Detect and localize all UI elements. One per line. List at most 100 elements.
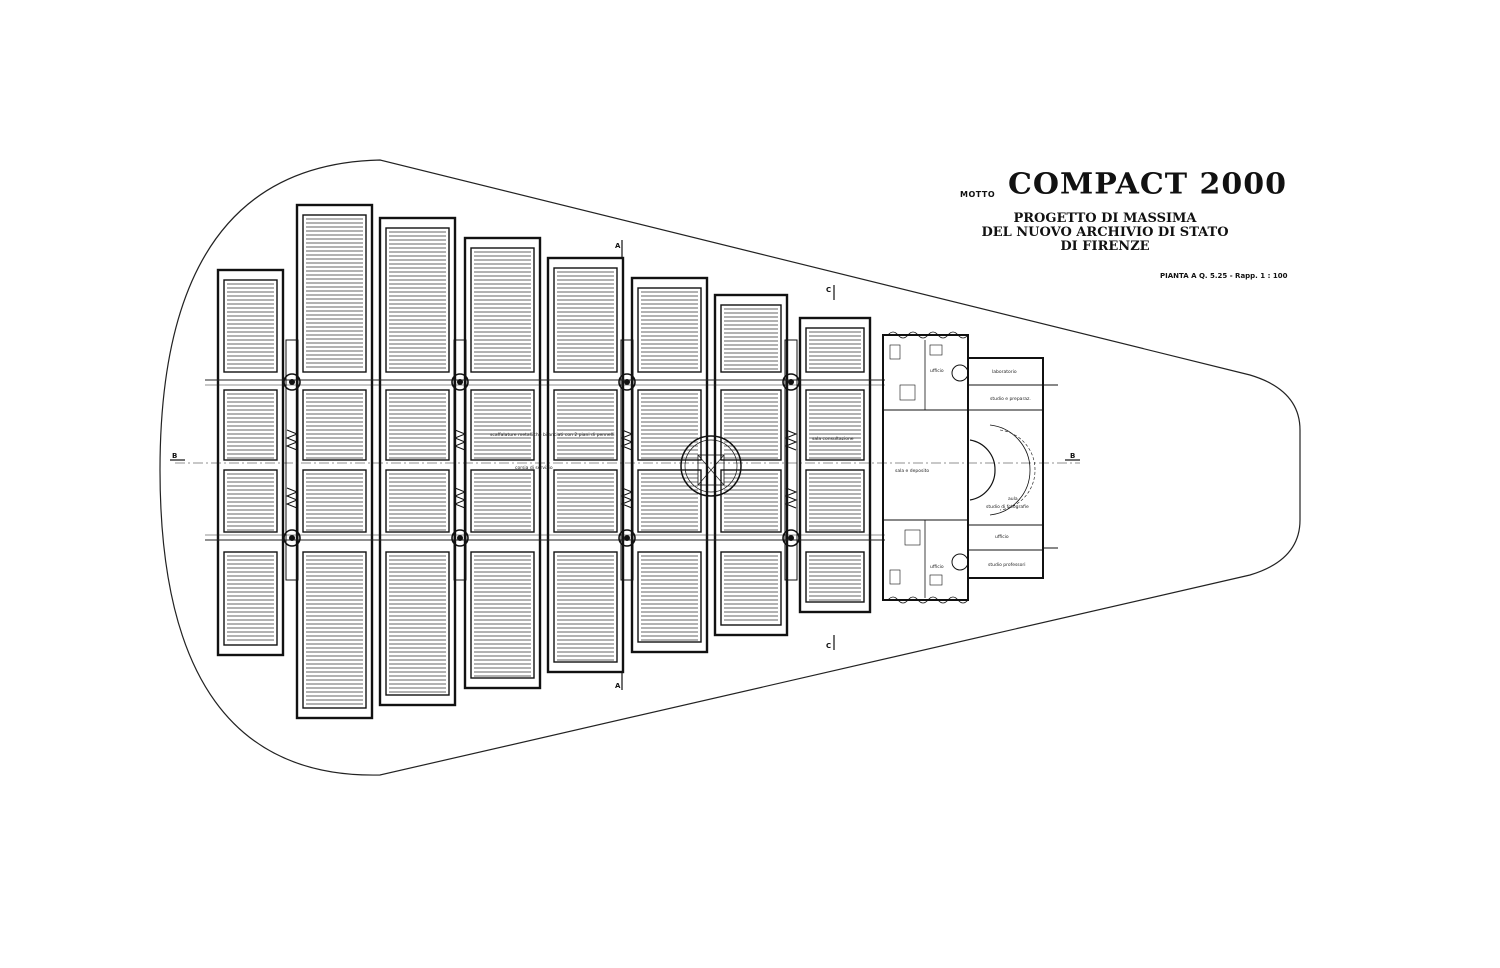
connector-frame [453,339,467,581]
storage-blocks [216,203,872,720]
connector-frame [620,339,634,581]
stair-core [624,535,630,541]
stair-connectors [283,339,800,581]
room-label: sala e deposito [895,468,929,474]
zigzag-stair [285,429,299,451]
shelf-frame [637,469,702,533]
shelf-frame [302,551,367,709]
zigzag-stair [620,487,634,509]
spiral-stair [782,529,800,547]
shelf-frame [553,389,618,461]
project-subtitle: PROGETTO DI MASSIMA DEL NUOVO ARCHIVIO D… [940,212,1270,254]
stair-core [624,379,630,385]
room-label: laboratorio [992,369,1017,375]
shelf-frame [805,389,865,461]
shelf-frame [223,469,278,533]
room-label: ufficio [995,534,1009,540]
shelf-frame [470,389,535,461]
shelf-frame [302,389,367,461]
room-label: corsia di servizio [515,465,553,471]
section-marker-a-bottom: A [615,682,621,690]
room-label: sala consultazione [812,436,854,442]
subtitle-line: PROGETTO DI MASSIMA [1013,211,1197,226]
shelf-frame [470,469,535,533]
shelf-frame [637,389,702,461]
storage-block [216,268,285,657]
shelf-frame [302,214,367,373]
spiral-stair [782,373,800,391]
spiral-stair [451,529,469,547]
shelf-frame [805,327,865,373]
shelf-frame [720,304,782,373]
room-label: scaffalature metalliche bilanciati con 2… [490,432,614,438]
shelf-frame [637,287,702,373]
shelf-frame [805,469,865,533]
storage-block [798,316,872,614]
block-outline [295,203,374,720]
stair-core [788,535,794,541]
project-name: COMPACT 2000 [1008,168,1288,202]
subtitle-line: DEL NUOVO ARCHIVIO DI STATO [981,225,1229,240]
block-outline [378,216,457,707]
shelf-frame [470,551,535,679]
connector [618,339,636,581]
zigzag-stair [453,487,467,509]
zigzag-stair [285,487,299,509]
room-label: studio professori [988,562,1026,568]
storage-block [378,216,457,707]
shelf-frame [553,469,618,533]
shelf-frame [805,551,865,603]
shelf-frame [470,247,535,373]
block-outline [798,316,872,614]
spiral-stair [618,373,636,391]
section-marker-b-left: B [172,452,177,460]
shelf-frame [637,551,702,643]
room-labels: laboratorio studio e preparaz. aula stud… [490,368,1031,570]
block-outline [216,268,285,657]
spiral-stair [618,529,636,547]
shelf-frame [385,227,450,373]
room-label: aula [1008,496,1018,502]
central-stair [680,435,742,497]
storage-block [630,276,709,654]
shelf-frame [720,551,782,626]
section-marker-a-top: A [615,242,621,250]
room-label: studio di fotografie [986,504,1029,510]
sheet-info: PIANTA A Q. 5.25 - Rapp. 1 : 100 [1160,272,1288,280]
corridor-lines [175,379,1080,541]
stair-core [788,379,794,385]
connector-frame [784,339,798,581]
spiral-stair [283,529,301,547]
zigzag-stair [453,429,467,451]
spiral-stair [451,373,469,391]
storage-block [546,256,625,674]
zigzag-stair [784,429,798,451]
section-marker-b-right: B [1070,452,1075,460]
shelf-frame [385,551,450,696]
east-wing [882,331,1058,604]
stair-core [457,379,463,385]
shelf-frame [553,551,618,663]
room-label: ufficio [930,564,944,570]
connector [283,339,301,581]
shelf-frame [720,469,782,533]
shelf-frame [223,551,278,646]
room-label: ufficio [930,368,944,374]
section-marker-c-top: C [826,286,831,294]
shelf-frame [553,267,618,373]
block-outline [546,256,625,674]
zigzag-stair [620,429,634,451]
stair-core [457,535,463,541]
shelf-frame [302,469,367,533]
shelf-frame [223,389,278,461]
motto-label: MOTTO [960,190,996,199]
connector [451,339,469,581]
stair-core [289,379,295,385]
motto-row: MOTTO COMPACT 2000 [960,168,1310,204]
storage-block [713,293,789,637]
stair-core [289,535,295,541]
shelf-frame [223,279,278,373]
connector-frame [285,339,299,581]
subtitle-line: DI FIRENZE [1060,239,1150,254]
